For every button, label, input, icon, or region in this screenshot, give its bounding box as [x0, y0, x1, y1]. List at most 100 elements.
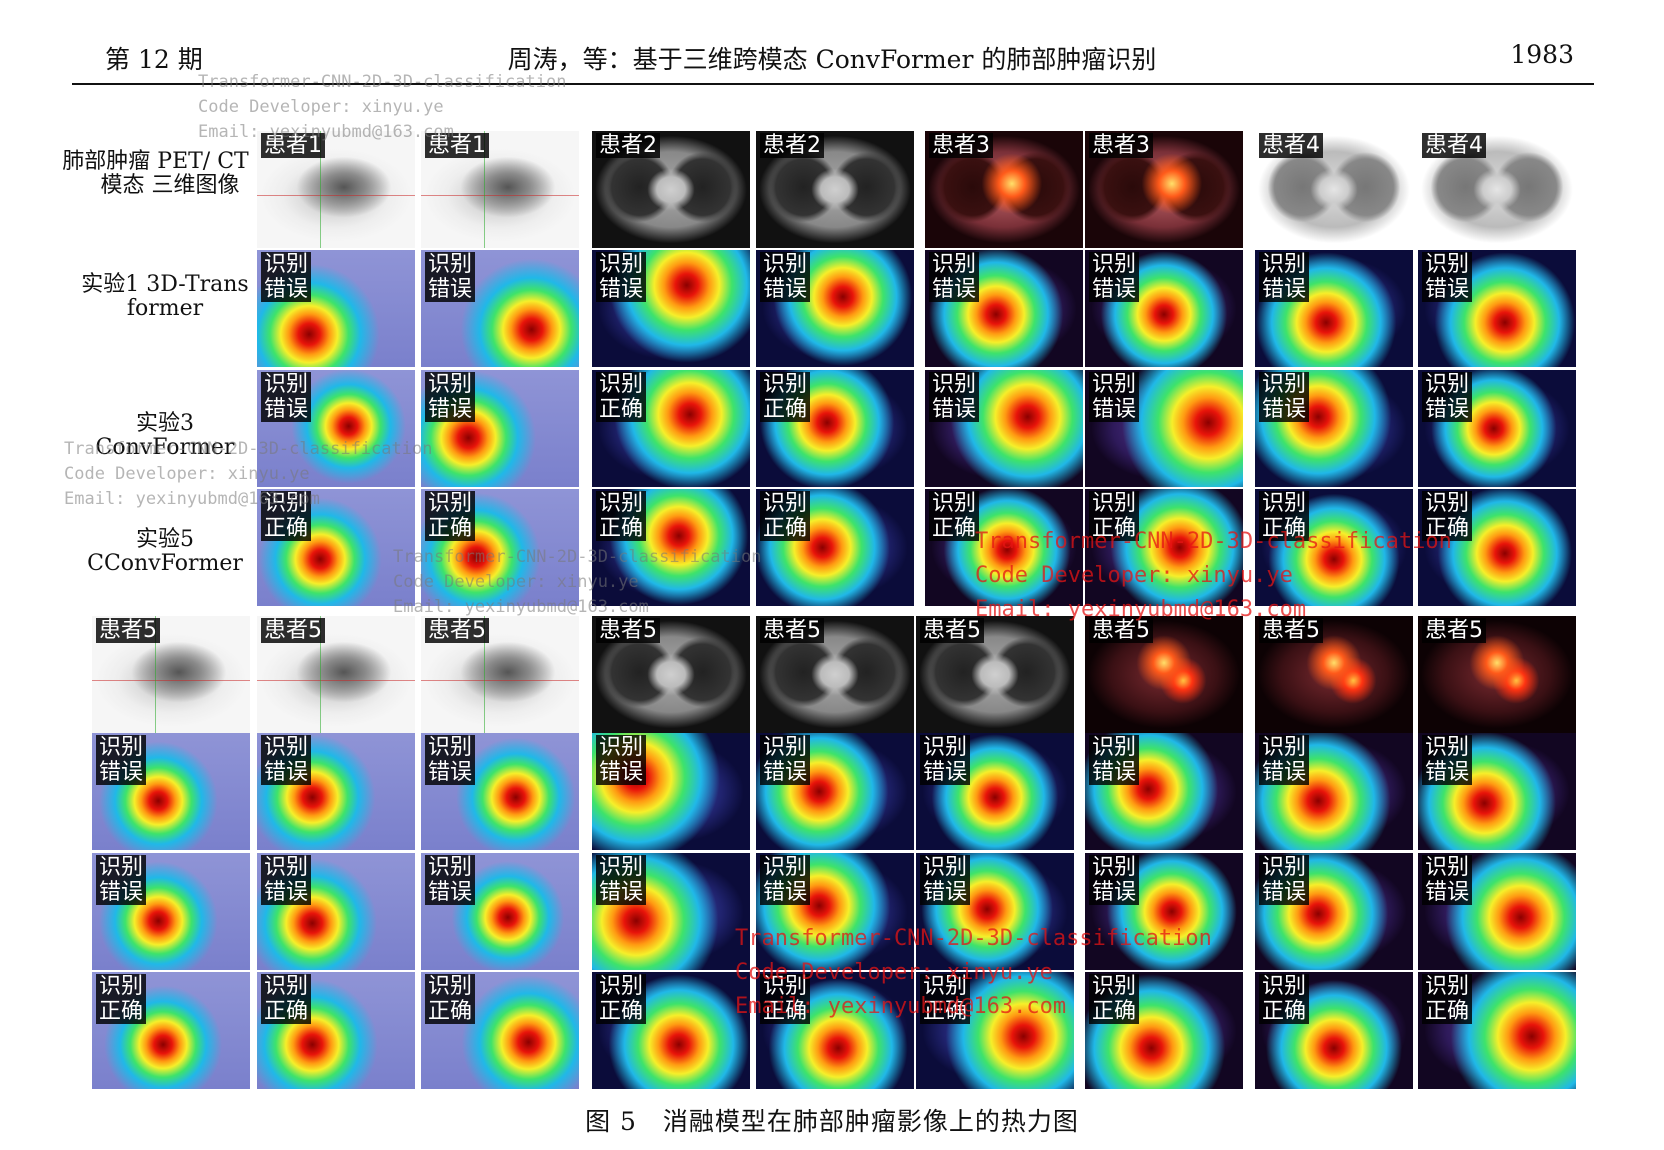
heatmap-correct: 识别正确	[756, 489, 914, 606]
input-image: 患者5	[916, 616, 1074, 733]
cell-tag: 识别错误	[596, 855, 647, 905]
cell-tag: 患者5	[1259, 618, 1323, 643]
cell-tag-text: 错误	[923, 760, 968, 785]
cell-tag: 识别错误	[1089, 372, 1140, 422]
cell-tag-text: 正确	[932, 516, 977, 541]
input-image: 患者5	[1255, 616, 1413, 733]
cell-tag-text: 识别	[599, 735, 644, 760]
input-image: 患者2	[592, 131, 750, 248]
cell-tag: 识别正确	[1259, 491, 1310, 541]
cell-tag-text: 识别	[923, 974, 968, 999]
cell-tag-text: 错误	[1425, 397, 1470, 422]
cell-tag-text: 错误	[1092, 760, 1137, 785]
cell-tag-text: 错误	[99, 880, 144, 905]
cell-tag-text: 错误	[1092, 397, 1137, 422]
cell-tag: 识别正确	[920, 974, 971, 1024]
cell-tag-text: 识别	[763, 372, 808, 397]
cell-tag-text: 正确	[923, 999, 968, 1024]
cell-tag: 识别错误	[1422, 372, 1473, 422]
cell-tag-text: 错误	[428, 880, 473, 905]
cell-tag-text: 识别	[599, 974, 644, 999]
cell-tag-text: 识别	[932, 252, 977, 277]
cell-tag-text: 错误	[1262, 397, 1307, 422]
cell-tag-text: 识别	[264, 974, 309, 999]
cell-tag-text: 正确	[1425, 999, 1470, 1024]
heatmap-wrong: 识别错误	[756, 853, 914, 970]
cell-tag: 识别错误	[760, 252, 811, 302]
heatmap-correct: 识别正确	[92, 972, 250, 1089]
cell-tag-text: 识别	[99, 974, 144, 999]
cell-tag-text: 识别	[923, 735, 968, 760]
cell-tag-text: 识别	[99, 855, 144, 880]
cell-tag-text: 识别	[1425, 974, 1470, 999]
cell-tag-text: 识别	[599, 252, 644, 277]
cell-tag: 识别错误	[425, 372, 476, 422]
cell-tag-text: 正确	[599, 999, 644, 1024]
cell-tag-text: 识别	[763, 491, 808, 516]
cell-tag: 识别正确	[596, 372, 647, 422]
cell-tag-text: 错误	[1425, 277, 1470, 302]
cell-tag-text: 患者3	[1092, 133, 1150, 158]
cell-tag-text: 识别	[428, 372, 473, 397]
input-image: 患者5	[257, 616, 415, 733]
cell-tag-text: 正确	[763, 999, 808, 1024]
cell-tag-text: 患者2	[599, 133, 657, 158]
crosshair-v	[155, 616, 157, 733]
cell-tag-text: 错误	[1425, 760, 1470, 785]
cell-tag-text: 错误	[264, 880, 309, 905]
heatmap-wrong: 识别错误	[925, 250, 1083, 367]
cell-tag-text: 错误	[428, 760, 473, 785]
cell-tag: 识别错误	[1259, 252, 1310, 302]
cell-tag-text: 患者5	[1262, 618, 1320, 643]
cell-tag-text: 正确	[763, 516, 808, 541]
cell-tag-text: 正确	[1262, 999, 1307, 1024]
cell-tag-text: 患者5	[763, 618, 821, 643]
row-label-input: 肺部肿瘤 PET/ CT 多模态 三维图像	[60, 150, 280, 198]
cell-tag: 识别错误	[261, 372, 312, 422]
cell-tag-text: 正确	[428, 516, 473, 541]
cell-tag-text: 识别	[763, 735, 808, 760]
cell-tag-text: 正确	[763, 397, 808, 422]
crosshair-h	[421, 680, 579, 682]
heatmap-correct: 识别正确	[1255, 972, 1413, 1089]
cell-tag: 识别正确	[1089, 974, 1140, 1024]
cell-tag: 患者5	[760, 618, 824, 643]
heatmap-correct: 识别正确	[1085, 489, 1243, 606]
crosshair-h	[421, 195, 579, 197]
cell-tag-text: 识别	[1262, 491, 1307, 516]
cell-tag-text: 正确	[599, 397, 644, 422]
heatmap-wrong: 识别错误	[92, 853, 250, 970]
cell-tag-text: 错误	[1262, 760, 1307, 785]
cell-tag-text: 错误	[923, 880, 968, 905]
input-image: 患者1	[421, 131, 579, 248]
cell-tag-text: 识别	[763, 855, 808, 880]
cell-tag: 患者1	[261, 133, 325, 158]
row-label-text: 实验3 ConvFormer	[95, 411, 235, 460]
cell-tag-text: 患者5	[99, 618, 157, 643]
cell-tag-text: 识别	[1092, 735, 1137, 760]
cell-tag: 患者5	[425, 618, 489, 643]
cell-tag-text: 识别	[1425, 855, 1470, 880]
heatmap-wrong: 识别错误	[1418, 733, 1576, 850]
heatmap-wrong: 识别错误	[257, 853, 415, 970]
cell-tag-text: 识别	[1425, 735, 1470, 760]
cell-tag: 识别正确	[760, 491, 811, 541]
cell-tag-text: 识别	[599, 491, 644, 516]
cell-tag-text: 识别	[599, 372, 644, 397]
heatmap-correct: 识别正确	[925, 489, 1083, 606]
heatmap-wrong: 识别错误	[1255, 733, 1413, 850]
heatmap-wrong: 识别错误	[1255, 853, 1413, 970]
cell-tag-text: 识别	[428, 974, 473, 999]
cell-tag: 患者5	[261, 618, 325, 643]
heatmap-wrong: 识别错误	[916, 733, 1074, 850]
cell-tag: 识别错误	[1089, 735, 1140, 785]
cell-tag-text: 识别	[763, 252, 808, 277]
crosshair-v	[320, 131, 322, 248]
cell-tag-text: 识别	[264, 491, 309, 516]
heatmap-wrong: 识别错误	[756, 733, 914, 850]
cell-tag-text: 患者5	[1425, 618, 1483, 643]
cell-tag: 识别正确	[425, 974, 476, 1024]
cell-tag: 识别错误	[261, 735, 312, 785]
cell-tag: 识别错误	[1259, 372, 1310, 422]
input-image: 患者3	[925, 131, 1083, 248]
